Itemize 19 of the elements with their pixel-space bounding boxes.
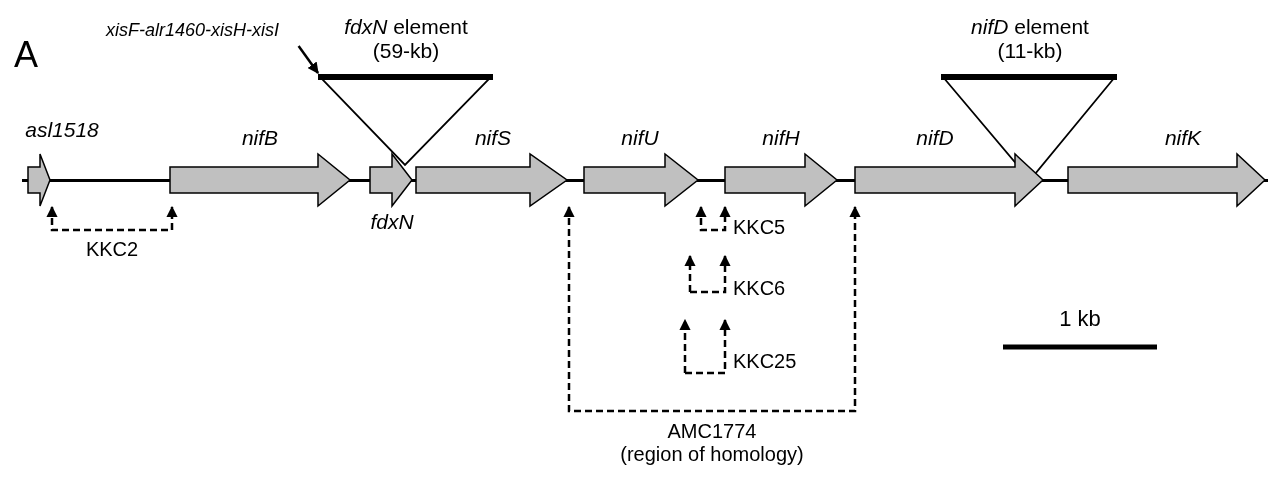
gene-label: nifS (474, 126, 512, 151)
panel-letter: A (14, 34, 38, 76)
gene-label: asl1518 (25, 118, 99, 143)
arrow (297, 45, 319, 74)
gene-label: nifB (241, 126, 279, 151)
bracket (563, 205, 861, 413)
primer-pair-label: KKC6 (733, 277, 786, 300)
scale-bar-label: 1 kb (1059, 306, 1101, 332)
gene-label: nifK (1164, 126, 1202, 151)
primer-pair-label: KKC25 (733, 350, 797, 373)
gene-cluster-label: xisF-alr1460-xisH-xisI (106, 20, 280, 41)
element-label: fdxN element (59-kb) (343, 15, 469, 64)
bracket (46, 205, 178, 232)
bracket (695, 205, 731, 232)
gene-label: nifD (916, 126, 954, 151)
gene-label: nifU (621, 126, 659, 151)
gene-label: nifH (762, 126, 800, 151)
gene-label: fdxN (370, 210, 414, 235)
element-label: nifD element (11-kb) (970, 15, 1090, 64)
